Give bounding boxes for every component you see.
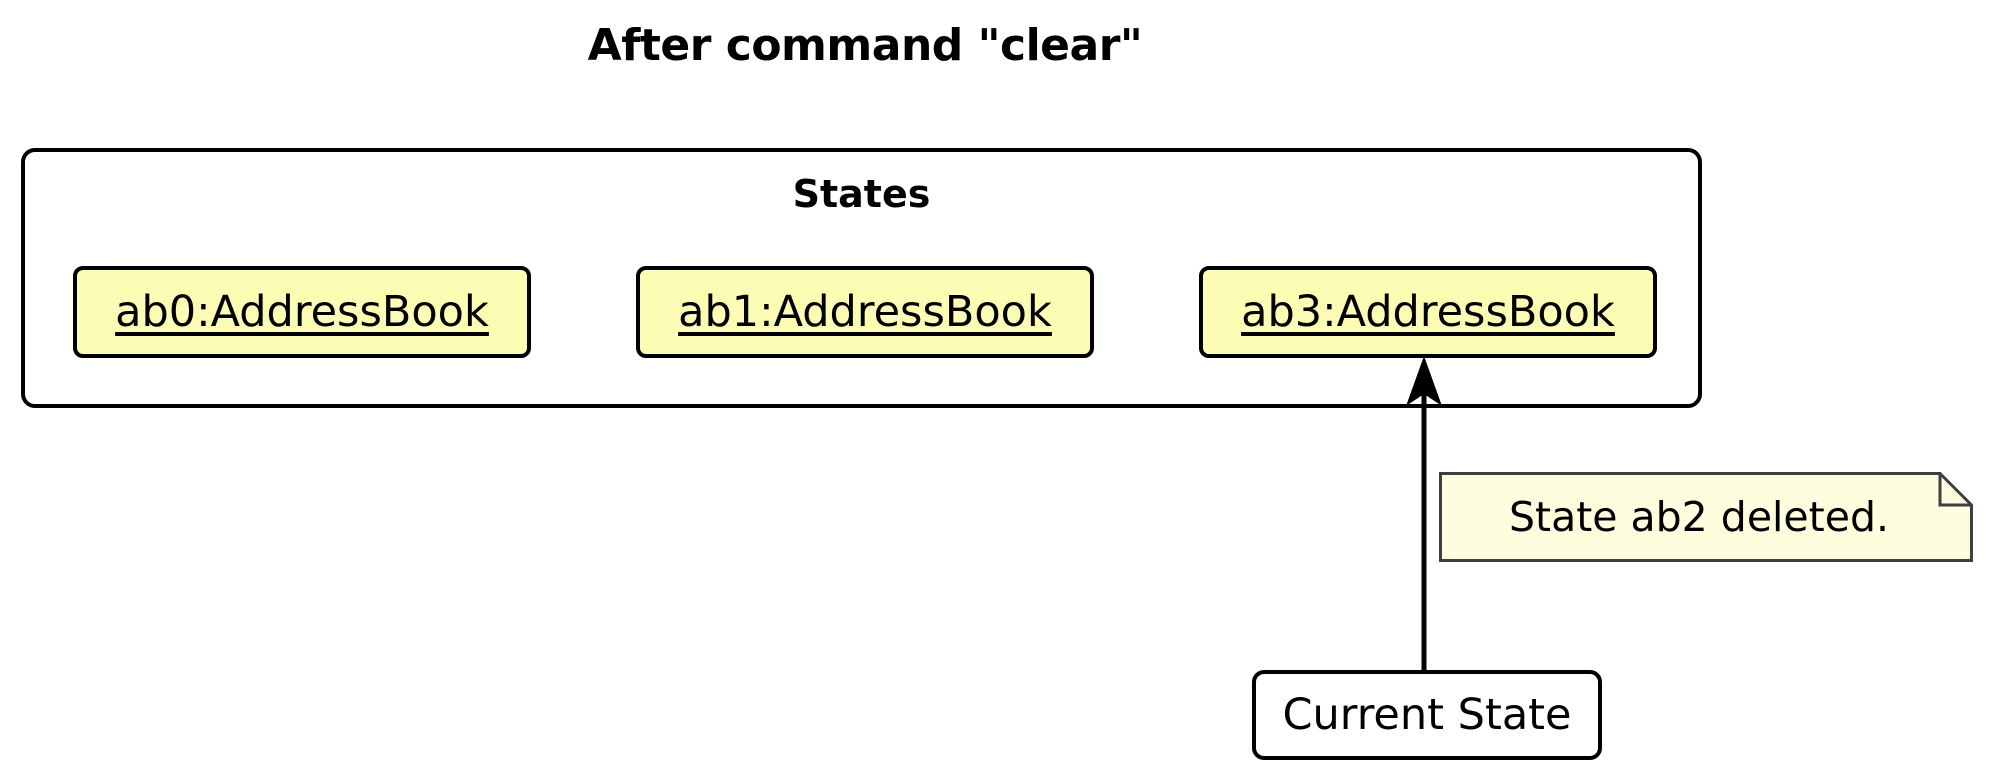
object-label-ab3: ab3:AddressBook: [1241, 286, 1615, 337]
current-state-label: Current State: [1282, 689, 1572, 740]
object-label-ab0: ab0:AddressBook: [115, 286, 489, 337]
note-fold-icon: [1938, 473, 1972, 507]
object-box-ab3[interactable]: ab3:AddressBook: [1199, 266, 1657, 358]
note-text: State ab2 deleted.: [1508, 493, 1890, 541]
current-state-connector: [1406, 356, 1442, 670]
object-label-ab1: ab1:AddressBook: [678, 286, 1052, 337]
current-state-box[interactable]: Current State: [1252, 670, 1602, 760]
states-frame-title: States: [792, 172, 931, 216]
arrowhead-icon: [1406, 356, 1442, 406]
note-state-deleted: State ab2 deleted.: [1439, 472, 1973, 562]
object-box-ab1[interactable]: ab1:AddressBook: [636, 266, 1094, 358]
note-shape: [1439, 472, 1973, 562]
diagram-title: After command "clear": [587, 20, 1143, 71]
object-box-ab0[interactable]: ab0:AddressBook: [73, 266, 531, 358]
note-body: [1439, 472, 1973, 562]
